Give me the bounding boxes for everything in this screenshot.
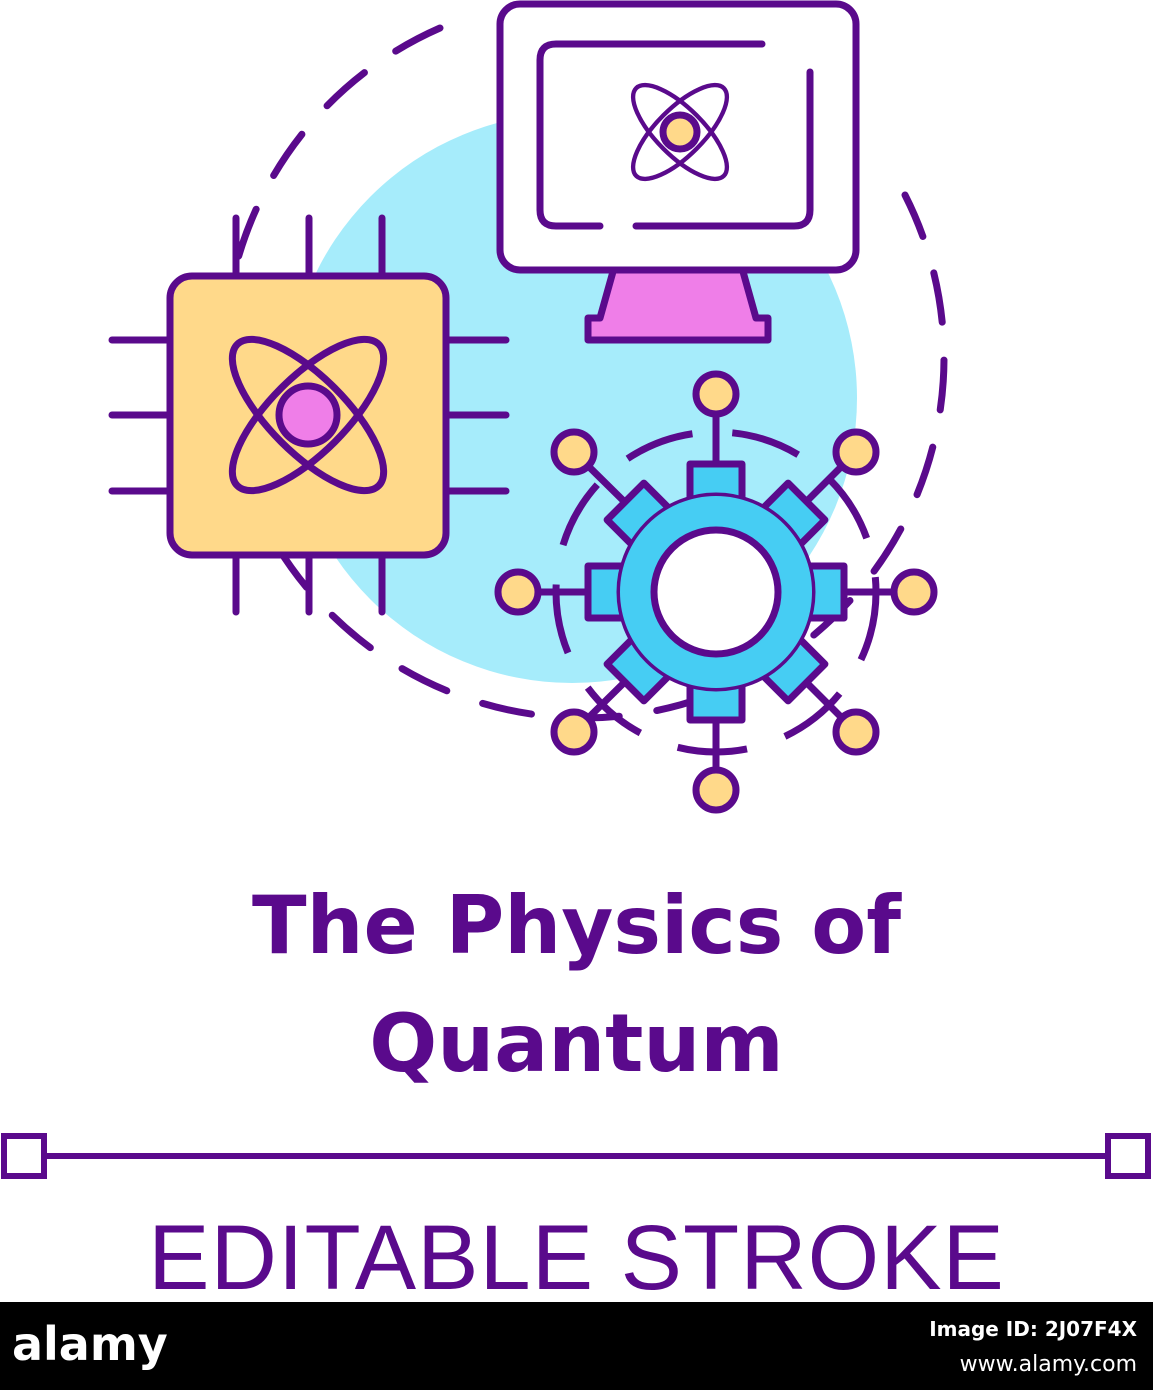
title-line-2: Quantum bbox=[369, 997, 784, 1090]
concept-illustration bbox=[1, 0, 1151, 1179]
image-id-label: Image ID: 2J07F4X bbox=[929, 1317, 1137, 1341]
stroke-divider bbox=[1, 1133, 1151, 1179]
chip-pins bbox=[108, 214, 510, 616]
alamy-logo: alamy bbox=[12, 1317, 168, 1371]
stock-footer-bar: alamy Image ID: 2J07F4X www.alamy.com bbox=[0, 1302, 1153, 1390]
footer-url: www.alamy.com bbox=[959, 1352, 1137, 1377]
network-gear-icon bbox=[494, 370, 938, 814]
dashed-orbit bbox=[220, 24, 948, 722]
title-line-1: The Physics of bbox=[251, 879, 902, 972]
quantum-chip-icon bbox=[166, 272, 450, 559]
editable-stroke-label: EDITABLE STROKE bbox=[148, 1207, 1005, 1309]
monitor-icon bbox=[496, 0, 860, 344]
